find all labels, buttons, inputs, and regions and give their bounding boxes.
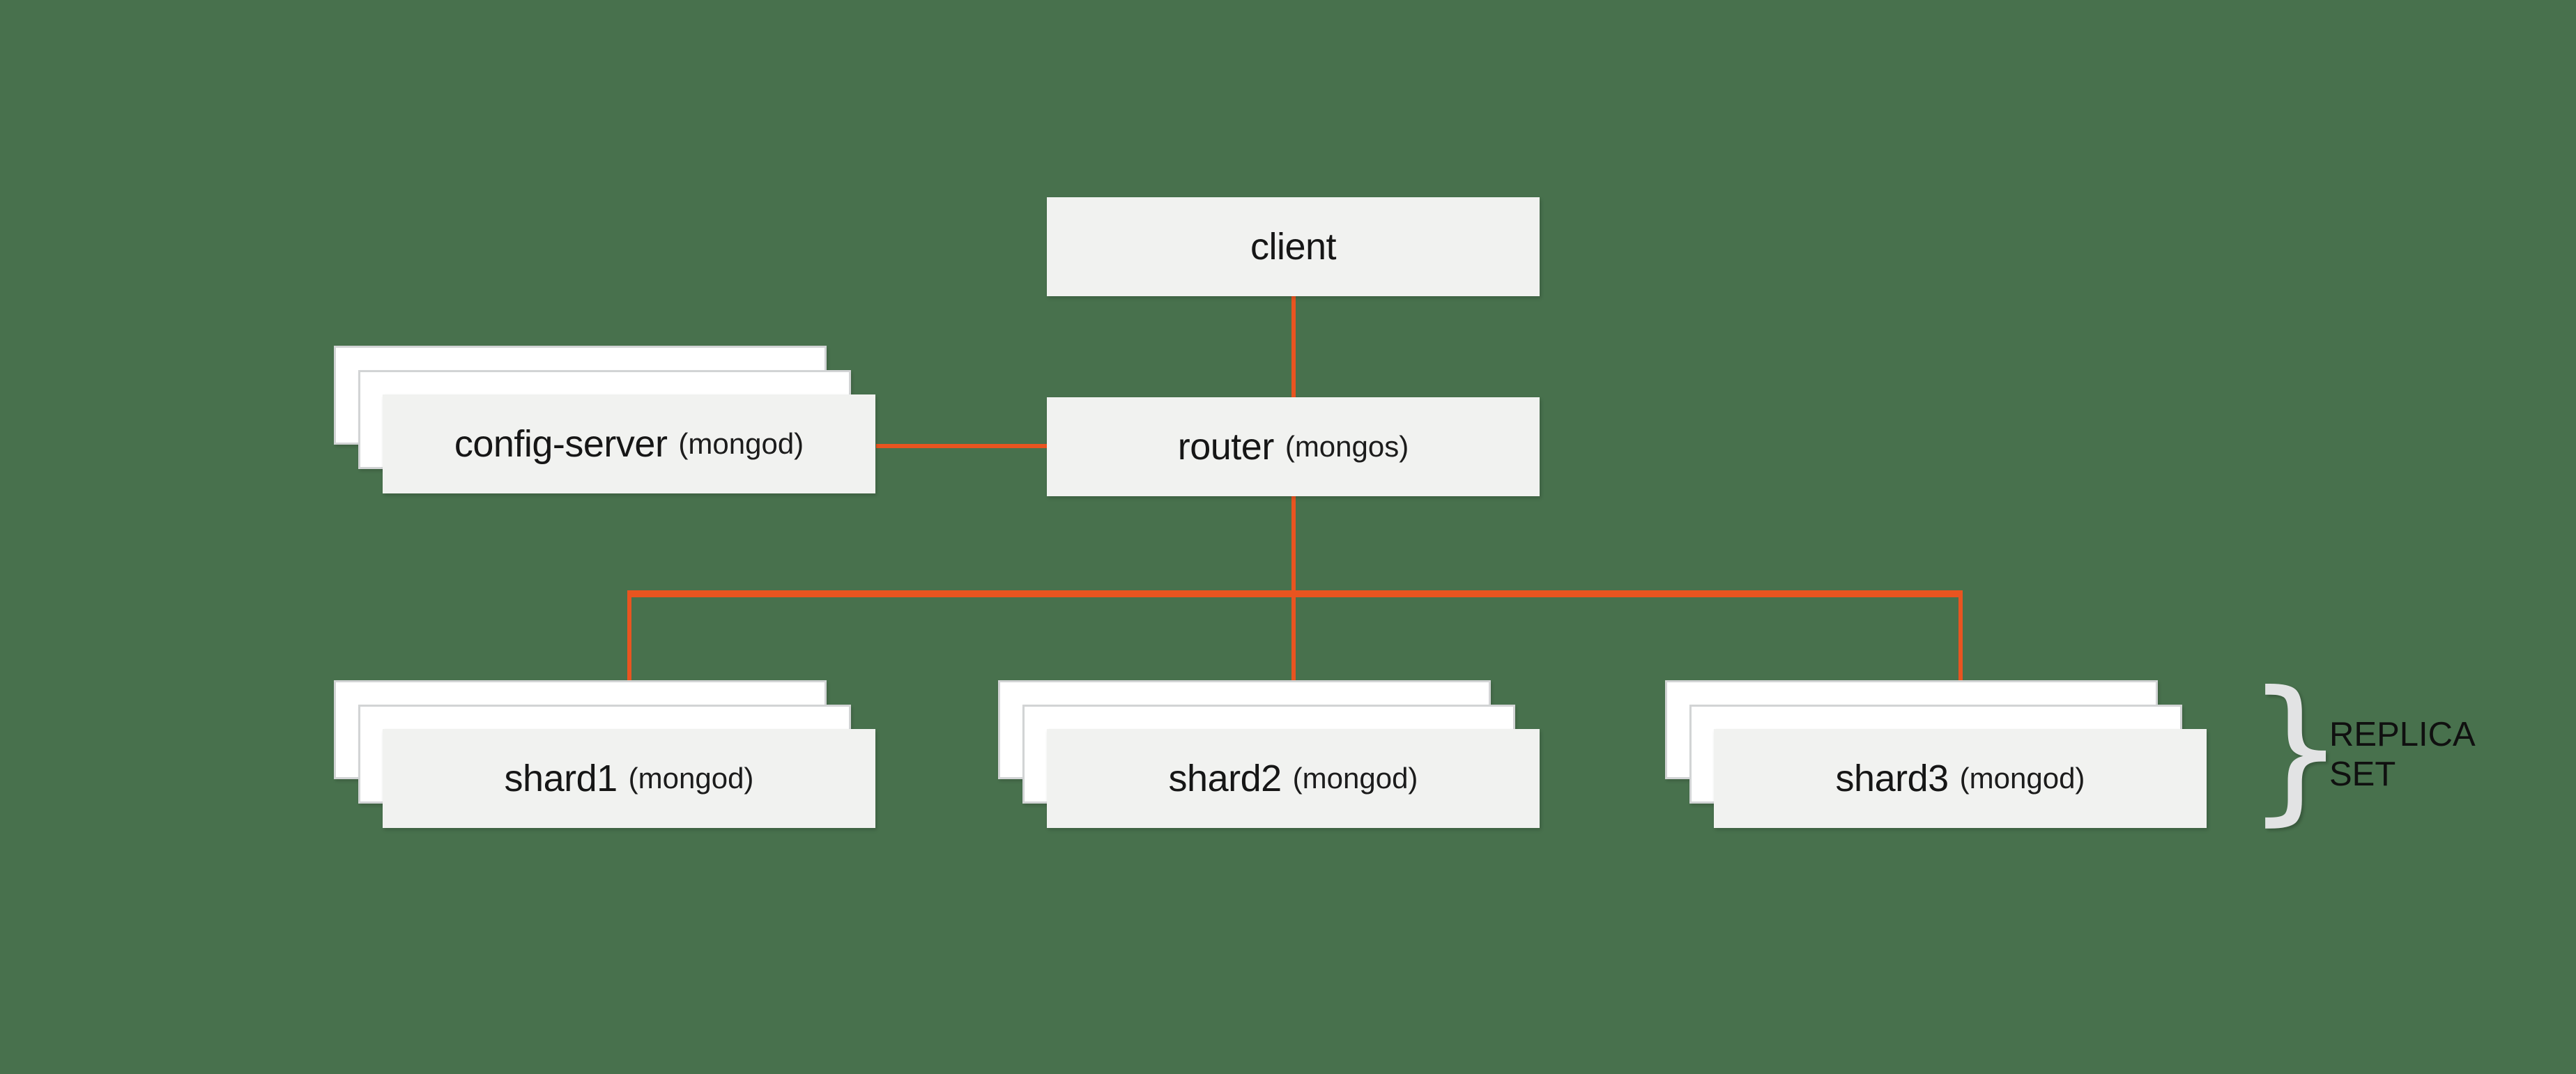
- node-router-sublabel: (mongos): [1285, 430, 1409, 463]
- node-client: client: [1047, 197, 1540, 296]
- replica-set-label: REPLICA SET: [2329, 715, 2476, 795]
- node-shard1: shard1 (mongod): [383, 729, 875, 828]
- connector-client-router: [1291, 296, 1296, 397]
- node-config-sublabel: (mongod): [678, 427, 804, 460]
- node-shard2-sublabel: (mongod): [1292, 762, 1418, 795]
- node-shard2-label: shard2: [1168, 758, 1282, 799]
- replica-set-label-line1: REPLICA: [2329, 716, 2476, 753]
- node-shard1-label: shard1: [504, 758, 618, 799]
- node-shard2: shard2 (mongod): [1047, 729, 1540, 828]
- node-config-label: config-server: [454, 423, 668, 465]
- node-shard3-label: shard3: [1835, 758, 1949, 799]
- node-shard3-sublabel: (mongod): [1959, 762, 2085, 795]
- replica-set-brace: }: [2246, 658, 2346, 841]
- node-shard3: shard3 (mongod): [1714, 729, 2207, 828]
- connector-bus-shard3: [1958, 590, 1963, 682]
- node-router-label: router: [1177, 426, 1275, 468]
- replica-set-label-line2: SET: [2329, 755, 2396, 793]
- connector-bus-shard1: [627, 590, 631, 682]
- node-shard1-sublabel: (mongod): [628, 762, 754, 795]
- node-config-server: config-server (mongod): [383, 394, 875, 493]
- connector-config-router: [876, 444, 1047, 448]
- node-router: router (mongos): [1047, 397, 1540, 496]
- connector-router-shard2: [1291, 496, 1296, 684]
- connector-shards-bus: [627, 590, 1963, 597]
- node-client-label: client: [1250, 226, 1337, 268]
